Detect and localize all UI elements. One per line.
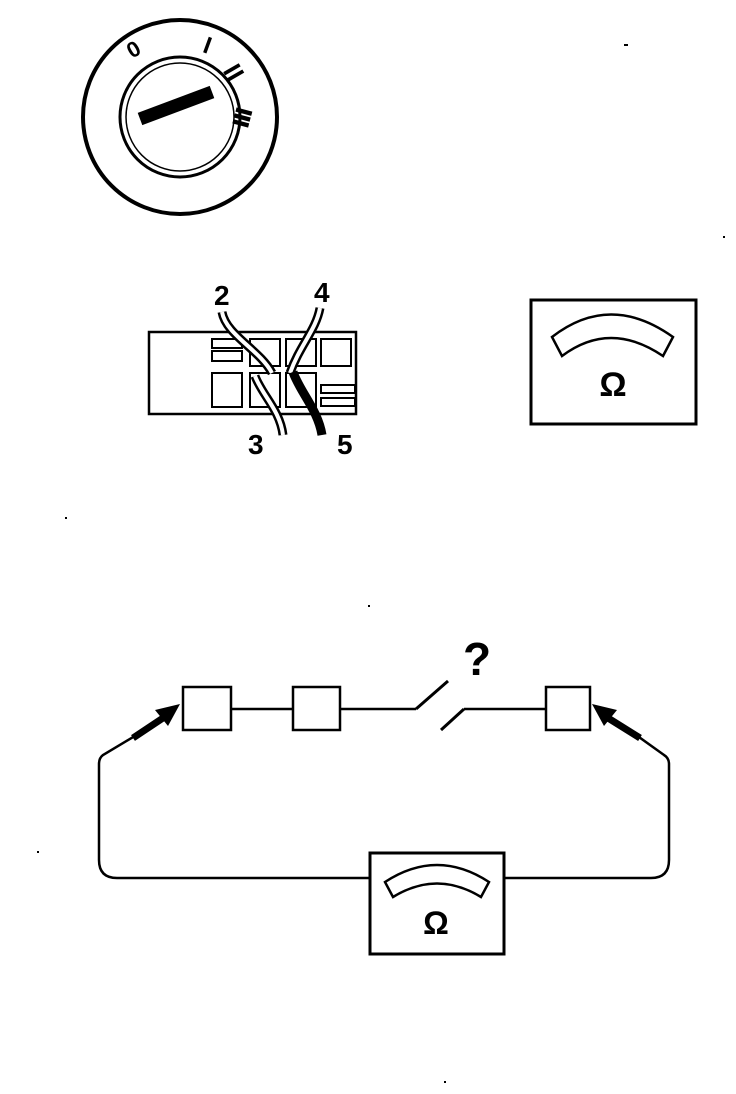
ignition-switch: 0 I II III: [81, 18, 279, 216]
ohmmeter: Ω: [529, 298, 698, 426]
test-lead-right: [504, 725, 671, 880]
wire-5: [288, 370, 327, 436]
circuit-ohmmeter-scale: [383, 863, 491, 899]
pin-label-5: 5: [337, 429, 353, 460]
connector-diagram: 2 4 3 5: [147, 277, 358, 460]
open-switch-contact: [415, 679, 449, 711]
component-box-3: [544, 685, 592, 732]
scan-specks: [37, 44, 725, 1083]
key-slot: [137, 85, 215, 126]
ohmmeter-scale: [550, 313, 675, 358]
pin-label-4: 4: [314, 277, 330, 308]
switch-lock-inner-ring: [125, 62, 235, 172]
pin-label-3: 3: [248, 429, 264, 460]
continuity-circuit: ? Ω: [97, 633, 671, 956]
probe-arrow-left: [131, 704, 180, 741]
component-box-2: [291, 685, 342, 732]
pin-label-2: 2: [214, 280, 230, 311]
component-box-1: [181, 685, 233, 732]
ohm-symbol: Ω: [599, 366, 626, 404]
unknown-switch-mark: ?: [463, 633, 491, 685]
circuit-ohm-symbol: Ω: [423, 905, 449, 941]
probe-arrow-right: [592, 704, 642, 741]
test-lead-left: [97, 725, 370, 880]
